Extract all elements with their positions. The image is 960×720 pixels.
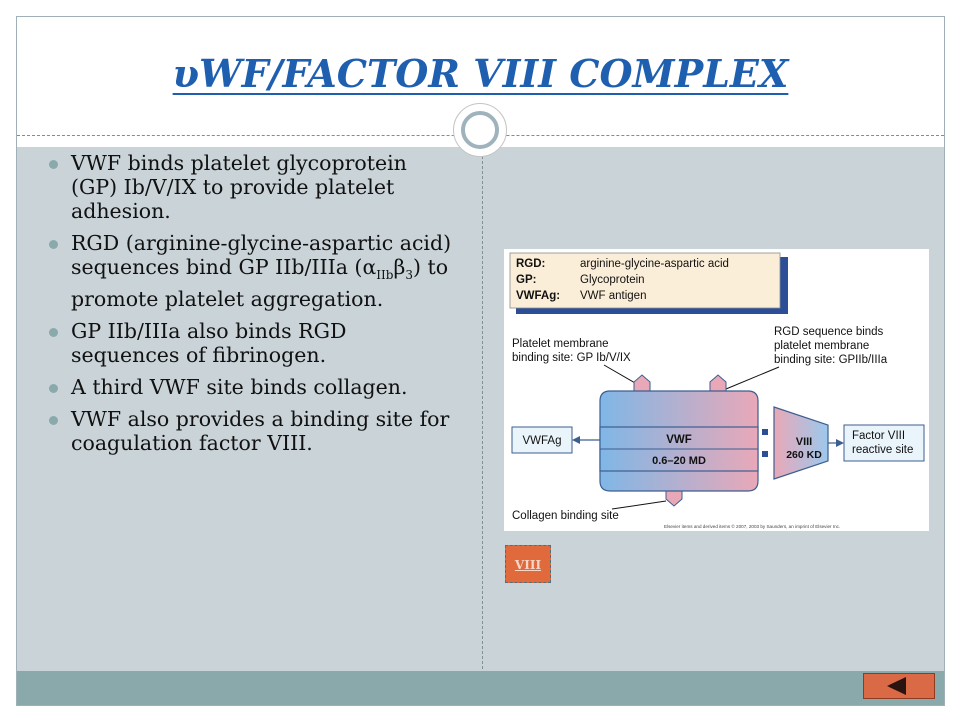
vwfag-arrowhead [572, 436, 580, 444]
legend-meaning: arginine-glycine-aspartic acid [580, 258, 729, 270]
factor-label: reactive site [852, 444, 913, 456]
viii-size: 260 KD [786, 449, 822, 461]
legend-box [509, 252, 781, 309]
legend-abbr: VWFAg: [516, 290, 560, 302]
collagen-label: Collagen binding site [512, 510, 619, 522]
linker-square [762, 451, 768, 457]
legend-meaning: Glycoprotein [580, 274, 645, 286]
ring-ornament-icon [453, 103, 507, 157]
vwf-diagram-svg: RGD: arginine-glycine-aspartic acid GP: … [509, 252, 925, 529]
rgd-pointer [725, 366, 780, 390]
platelet-label: Platelet membrane [512, 338, 609, 350]
bullet-list: VWF binds platelet glycoprotein (GP) Ib/… [49, 151, 459, 463]
bullet-item: GP IIb/IIIa also binds RGD sequences of … [49, 319, 459, 367]
back-arrow-icon [887, 677, 906, 695]
linker-square [762, 429, 768, 435]
alpha-subscript: IIb [376, 268, 394, 283]
bullet-text: VWF also provides a binding site for coa… [71, 407, 450, 456]
rgd-label: platelet membrane [774, 340, 869, 352]
beta-symbol: β [393, 255, 406, 279]
beta-subscript: 3 [405, 268, 413, 283]
viii-link-button[interactable]: VIII [505, 545, 551, 583]
alpha-symbol: α [362, 255, 377, 279]
factor-label: Factor VIII [852, 430, 905, 442]
slide-frame: υWF/FACTOR VIII COMPLEX VWF binds platel… [16, 16, 945, 706]
platelet-label: binding site: GP Ib/V/IX [512, 352, 631, 364]
bullet-text-pre: RGD (arginine-glycine-aspartic acid) seq… [71, 231, 452, 279]
vwf-label: VWF [666, 434, 692, 446]
bullet-text: VWF binds platelet glycoprotein (GP) Ib/… [71, 151, 407, 223]
vwfag-box [511, 426, 573, 454]
slide-title: υWF/FACTOR VIII COMPLEX [172, 51, 789, 96]
gp-iib-site [709, 374, 727, 393]
factor-arrowhead [836, 439, 844, 447]
bullet-text-post: ) to promote platelet aggregation. [71, 255, 449, 312]
bullet-text: GP IIb/IIIa also binds RGD sequences of … [71, 319, 347, 368]
factor-viii-molecule [773, 406, 829, 480]
bullet-item: RGD (arginine-glycine-aspartic acid) seq… [49, 231, 459, 311]
vwf-size: 0.6–20 MD [652, 455, 706, 467]
rgd-label: RGD sequence binds [774, 326, 884, 338]
bullet-item: A third VWF site binds collagen. [49, 375, 459, 399]
viii-label: VIII [796, 436, 813, 448]
gp-ib-site [633, 374, 651, 393]
rgd-label: binding site: GPIIb/IIIa [774, 354, 888, 366]
collagen-pointer [611, 500, 667, 510]
factor-box [843, 424, 925, 462]
legend-meaning: VWF antigen [580, 290, 646, 302]
legend-abbr: GP: [516, 274, 536, 286]
figure-credit: Elsevier items and derived items © 2007,… [664, 523, 840, 529]
bullet-item: VWF binds platelet glycoprotein (GP) Ib/… [49, 151, 459, 223]
legend-abbr: RGD: [516, 258, 545, 270]
footer-bar [17, 671, 944, 705]
previous-slide-button[interactable] [863, 673, 935, 699]
vwf-diagram: RGD: arginine-glycine-aspartic acid GP: … [504, 249, 929, 531]
column-divider [482, 151, 483, 669]
bullet-text: A third VWF site binds collagen. [71, 375, 408, 400]
bullet-item: VWF also provides a binding site for coa… [49, 407, 459, 455]
vwfag-label: VWFAg [523, 435, 562, 447]
